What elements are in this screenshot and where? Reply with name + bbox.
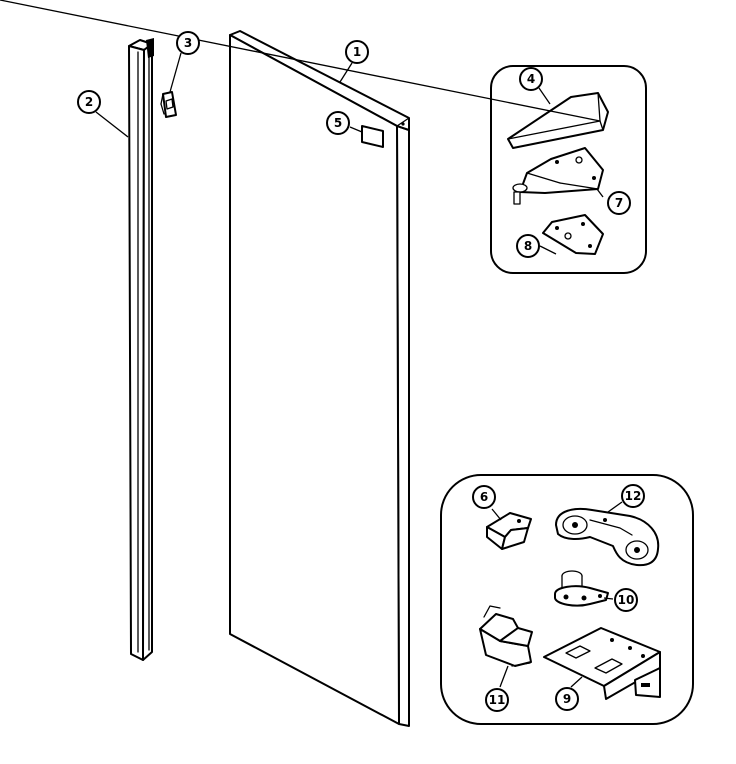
callout-2-label: 2	[85, 95, 93, 109]
hinge-cover-lower	[479, 605, 533, 667]
callout-5-label: 5	[334, 116, 342, 130]
callout-9-label: 9	[563, 692, 571, 706]
hinge-pin	[554, 570, 609, 607]
bottom-hinge-bracket	[543, 627, 661, 700]
callout-4-label: 4	[527, 72, 535, 86]
callout-6-label: 6	[480, 490, 488, 504]
callout-3-label: 3	[184, 36, 192, 50]
callout-12-label: 12	[625, 489, 642, 503]
small-bracket	[486, 512, 532, 550]
hinge-cover-inset	[0, 0, 647, 274]
callout-1-label: 1	[353, 45, 361, 59]
hinge-arm	[555, 507, 660, 567]
trim-clip	[160, 91, 177, 118]
bottom-hinge-inset	[440, 474, 694, 725]
callout-10-label: 10	[618, 593, 635, 607]
hinge-cover	[0, 0, 609, 149]
callout-11-label: 11	[489, 693, 506, 707]
callout-6: 6	[472, 485, 496, 509]
callout-1: 1	[345, 40, 369, 64]
callout-4: 4	[519, 67, 543, 91]
callout-10: 10	[614, 588, 638, 612]
leader-lines	[95, 52, 623, 688]
callout-7-label: 7	[615, 196, 623, 210]
door-label-plate	[361, 125, 384, 148]
callout-2: 2	[77, 90, 101, 114]
trim-strip	[128, 38, 154, 661]
callout-8: 8	[516, 234, 540, 258]
callout-5: 5	[326, 111, 350, 135]
callout-7: 7	[607, 191, 631, 215]
callout-12: 12	[621, 484, 645, 508]
callout-3: 3	[176, 31, 200, 55]
callout-11: 11	[485, 688, 509, 712]
callout-9: 9	[555, 687, 579, 711]
callout-8-label: 8	[524, 239, 532, 253]
top-hinge-plate	[512, 147, 604, 205]
lower-hinge-plate	[542, 214, 604, 255]
